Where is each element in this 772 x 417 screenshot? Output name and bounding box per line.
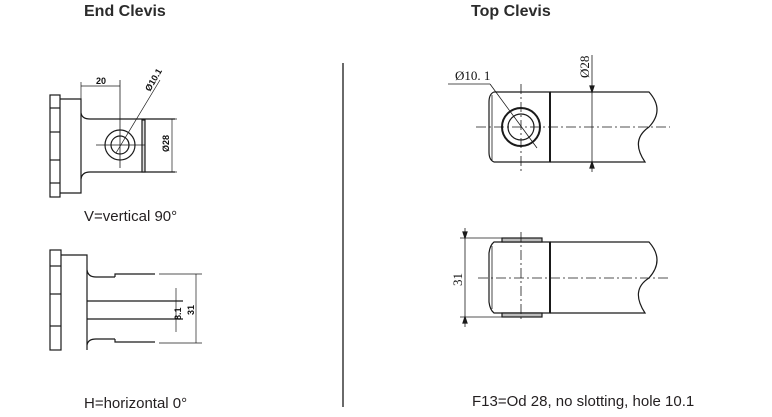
- end-clevis-horizontal-view: [49, 249, 202, 351]
- horizontal-caption: H=horizontal 0°: [84, 395, 188, 412]
- top-clevis-side-view: [460, 228, 670, 327]
- top-dim-outer-label: Ø28: [577, 56, 592, 78]
- dim-hole-label: Ø10.1: [143, 67, 164, 93]
- dim-outer-label: Ø28: [161, 135, 171, 152]
- top-clevis-top-view: [448, 55, 670, 172]
- dim-width-label: 31: [186, 305, 196, 315]
- end-clevis-title: End Clevis: [84, 3, 166, 20]
- end-clevis-vertical-view: [49, 79, 177, 198]
- top-clevis-title: Top Clevis: [471, 3, 551, 20]
- top-dim-width-label: 31: [450, 273, 465, 286]
- dim-offset-label: 20: [96, 76, 106, 86]
- top-dim-hole-label: Ø10. 1: [455, 68, 490, 83]
- top-clevis-caption: F13=Od 28, no slotting, hole 10.1: [472, 393, 695, 410]
- vertical-caption: V=vertical 90°: [84, 208, 178, 225]
- dim-slot-label: 8.1: [173, 307, 183, 320]
